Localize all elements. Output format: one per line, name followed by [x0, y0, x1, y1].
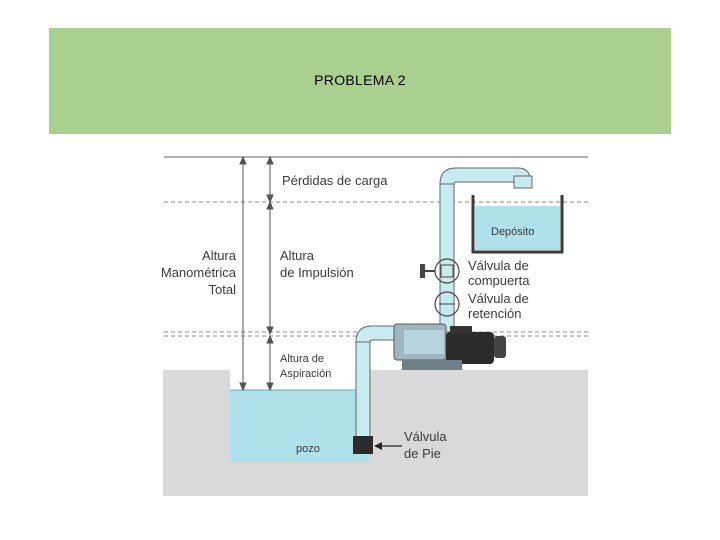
well-water: [230, 390, 370, 462]
label-impulsion-2: de Impulsión: [280, 265, 354, 280]
label-aspiracion-1: Altura de: [280, 353, 324, 365]
label-pozo: pozo: [296, 443, 320, 455]
label-valvula-pie-1: Válvula: [404, 429, 447, 444]
suction-pipe-bend: [355, 325, 395, 343]
deposit-water: [475, 206, 560, 250]
label-valvula-pie-2: de Pie: [404, 446, 441, 461]
pump-system-diagram: Pérdidas de carga Depósito Altura Manomé…: [161, 155, 588, 496]
label-compuerta-2: compuerta: [468, 273, 530, 288]
discharge-pipe-bend: [439, 167, 531, 189]
label-altura-total-2: Manométrica: [161, 265, 237, 280]
check-valve-icon: [434, 291, 460, 317]
foot-valve-icon: [353, 436, 373, 454]
discharge-pipe: [439, 181, 455, 333]
label-aspiracion-2: Aspiración: [280, 368, 331, 380]
suction-pipe: [355, 339, 371, 441]
ground-left: [163, 370, 588, 496]
deposit-tank-walls: [471, 195, 564, 254]
label-deposito: Depósito: [491, 226, 534, 238]
slide-title: PROBLEMA 2: [314, 72, 406, 88]
slide-header: PROBLEMA 2: [49, 28, 671, 134]
label-perdidas: Pérdidas de carga: [282, 173, 388, 188]
label-compuerta-1: Válvula de: [468, 258, 529, 273]
label-retencion-1: Válvula de: [468, 291, 529, 306]
label-altura-total-3: Total: [209, 282, 237, 297]
pump-icon: [393, 323, 506, 370]
label-retencion-2: retención: [468, 306, 521, 321]
discharge-outlet: [513, 175, 533, 189]
label-impulsion-1: Altura: [280, 248, 315, 263]
label-altura-total-1: Altura: [202, 248, 237, 263]
